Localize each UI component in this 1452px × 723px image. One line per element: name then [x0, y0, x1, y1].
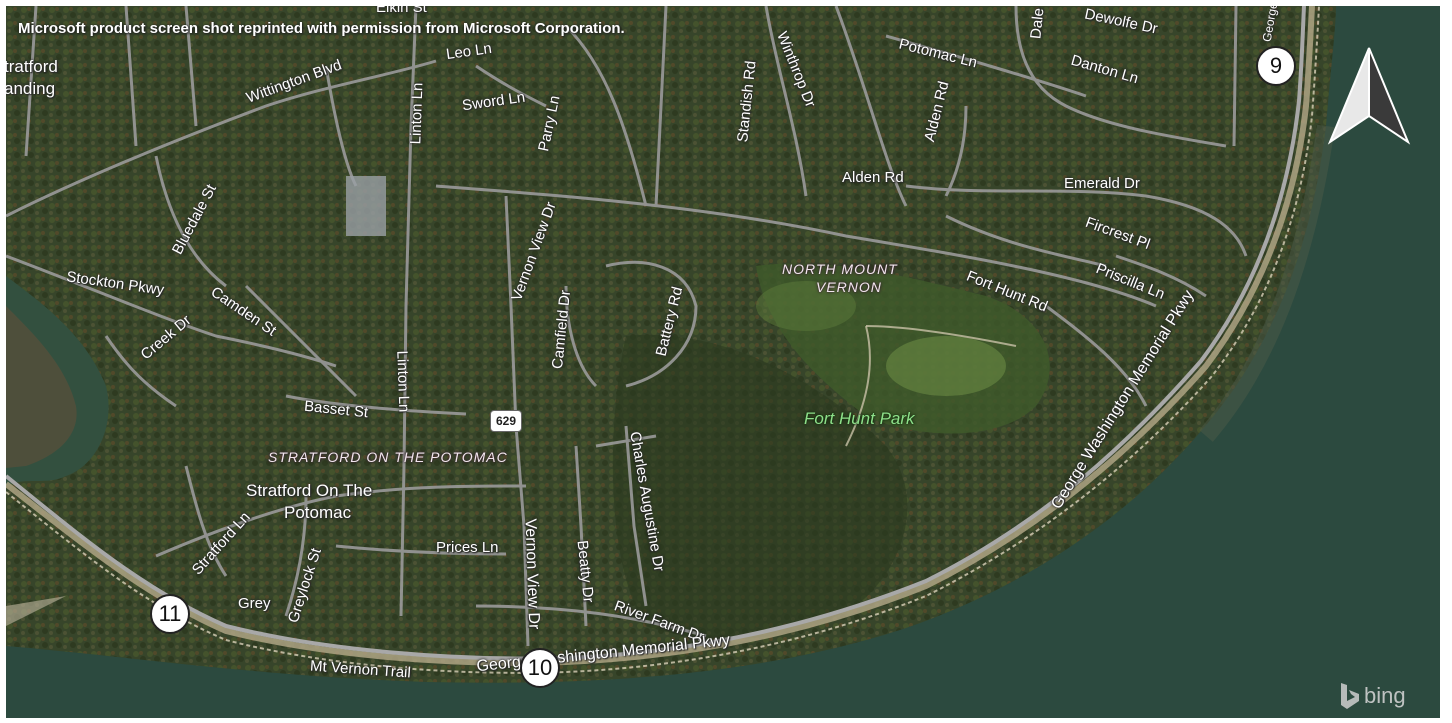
street-label: Grey — [238, 595, 271, 612]
street-label: Dale — [1027, 7, 1048, 40]
gw-parkway-road — [6, 6, 1306, 661]
bing-logo: bing — [1338, 681, 1406, 711]
street-label: Alden Rd — [842, 169, 904, 186]
neighborhood-label: NORTH MOUNT — [782, 261, 898, 277]
route-shield: 629 — [490, 410, 523, 432]
bing-b-icon — [1341, 683, 1359, 709]
north-arrow-icon — [1327, 47, 1411, 145]
town-label-2: Potomac — [284, 503, 352, 522]
satellite-map[interactable]: Microsoft product screen shot reprinted … — [6, 6, 1440, 718]
map-copyright-notice: Microsoft product screen shot reprinted … — [18, 20, 625, 37]
neighborhood-label: STRATFORD ON THE POTOMAC — [268, 449, 508, 465]
map-base-layer — [6, 6, 1440, 718]
waypoint-marker-9[interactable]: 9 — [1256, 46, 1296, 86]
street-label: Linton Ln — [407, 82, 427, 145]
place-label-edge-2: anding — [6, 79, 56, 98]
place-label-edge: tratford — [6, 57, 58, 76]
town-label: Stratford On The — [246, 481, 373, 500]
park-label: Fort Hunt Park — [804, 409, 915, 428]
street-label: Vernon View Dr — [521, 518, 543, 630]
potomac-river — [6, 6, 1440, 718]
school-building — [346, 176, 386, 236]
street-label: Prices Ln — [436, 539, 499, 556]
street-label: Linton Ln — [393, 350, 413, 413]
street-label: Elkin St — [376, 6, 427, 16]
waypoint-marker-10[interactable]: 10 — [520, 648, 560, 688]
street-label: Emerald Dr — [1064, 175, 1140, 192]
bing-wordmark: bing — [1364, 683, 1406, 708]
waypoint-marker-11[interactable]: 11 — [150, 594, 190, 634]
neighborhood-label: VERNON — [816, 279, 882, 295]
